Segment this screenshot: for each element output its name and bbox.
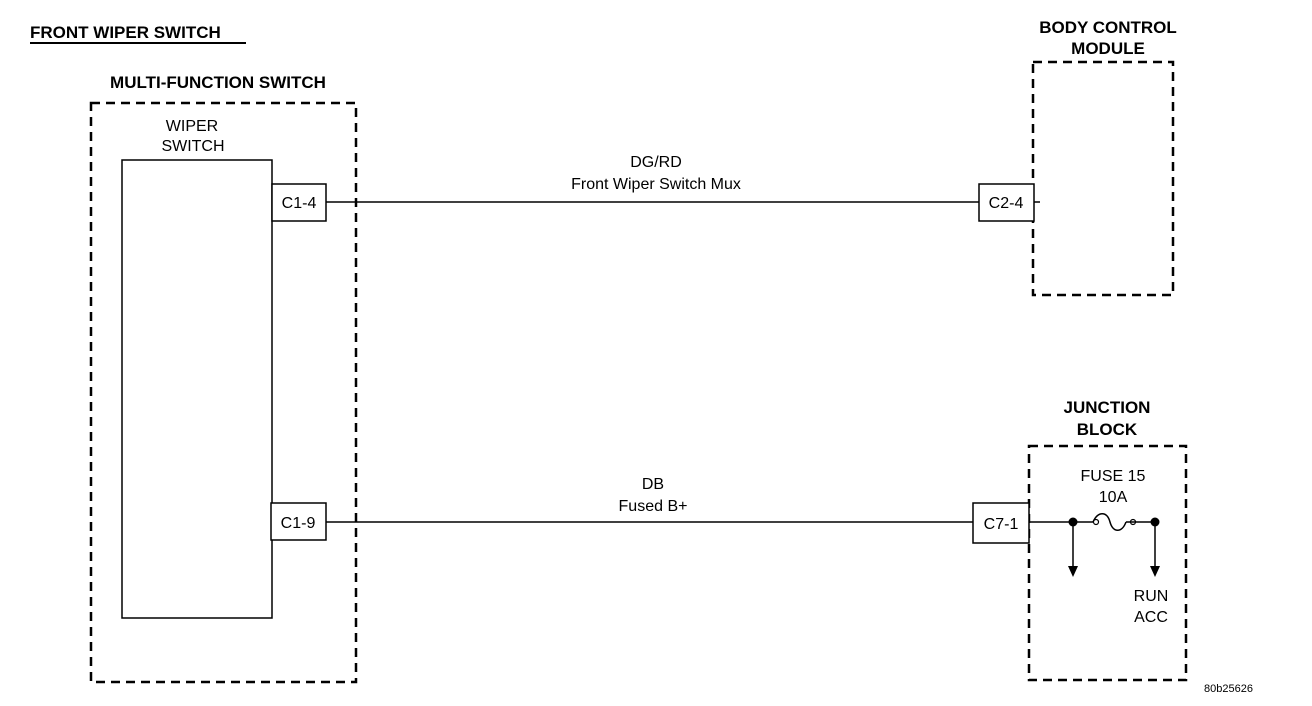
junction-block-label-line2: BLOCK [1077, 420, 1138, 439]
fuse-label-line1: FUSE 15 [1081, 468, 1146, 485]
wiper-switch-label-line1: WIPER [166, 118, 218, 135]
circuit-fused-b-plus: C1-9 C7-1 DB Fused B+ [270, 476, 1030, 544]
connector-c2-4 [978, 183, 1035, 222]
fuse-element-icon [1092, 513, 1127, 531]
wiper-switch-body [121, 159, 273, 619]
bcm-label-line2: MODULE [1071, 39, 1145, 58]
wire-color-db: DB [642, 476, 664, 493]
body-control-module: BODY CONTROL MODULE [1031, 18, 1177, 297]
connector-c1-9-label: C1-9 [281, 515, 316, 532]
circuit-description-wiper-mux: Front Wiper Switch Mux [571, 176, 741, 193]
fuse-terminal-left [1092, 518, 1100, 526]
wiper-switch-label-line2: SWITCH [161, 138, 224, 155]
connector-c7-1-label: C7-1 [984, 516, 1019, 533]
bcm-outline [1031, 60, 1175, 297]
junction-block-outline [1027, 444, 1188, 682]
wire-color-dg-rd: DG/RD [630, 154, 682, 171]
figure-code: 80b25626 [1204, 683, 1253, 695]
arrow-down-icon-right [1150, 566, 1160, 577]
diagram-title: FRONT WIPER SWITCH [30, 23, 221, 42]
multi-function-switch-outline [89, 101, 358, 684]
connector-c1-4-label: C1-4 [282, 195, 317, 212]
fuse-label-line2: 10A [1099, 489, 1128, 506]
connector-c7-1 [972, 502, 1030, 544]
output-run-label: RUN [1134, 588, 1169, 605]
circuit-wiper-mux: C1-4 C2-4 DG/RD Front Wiper Switch Mux [271, 154, 1040, 222]
multi-function-switch-label: MULTI-FUNCTION SWITCH [110, 73, 326, 92]
fuse-15-network [1029, 513, 1160, 577]
junction-block: JUNCTION BLOCK FUSE 15 10A RUN ACC [1027, 398, 1188, 682]
connector-c1-4 [271, 183, 327, 222]
output-acc-label: ACC [1134, 609, 1168, 626]
connector-c2-4-label: C2-4 [989, 195, 1024, 212]
circuit-description-fused-b-plus: Fused B+ [619, 498, 688, 515]
connector-c1-9 [270, 502, 327, 541]
arrow-down-icon-left [1068, 566, 1078, 577]
bcm-label-line1: BODY CONTROL [1039, 18, 1177, 37]
multi-function-switch: MULTI-FUNCTION SWITCH WIPER SWITCH [89, 73, 358, 684]
junction-block-label-line1: JUNCTION [1064, 398, 1151, 417]
